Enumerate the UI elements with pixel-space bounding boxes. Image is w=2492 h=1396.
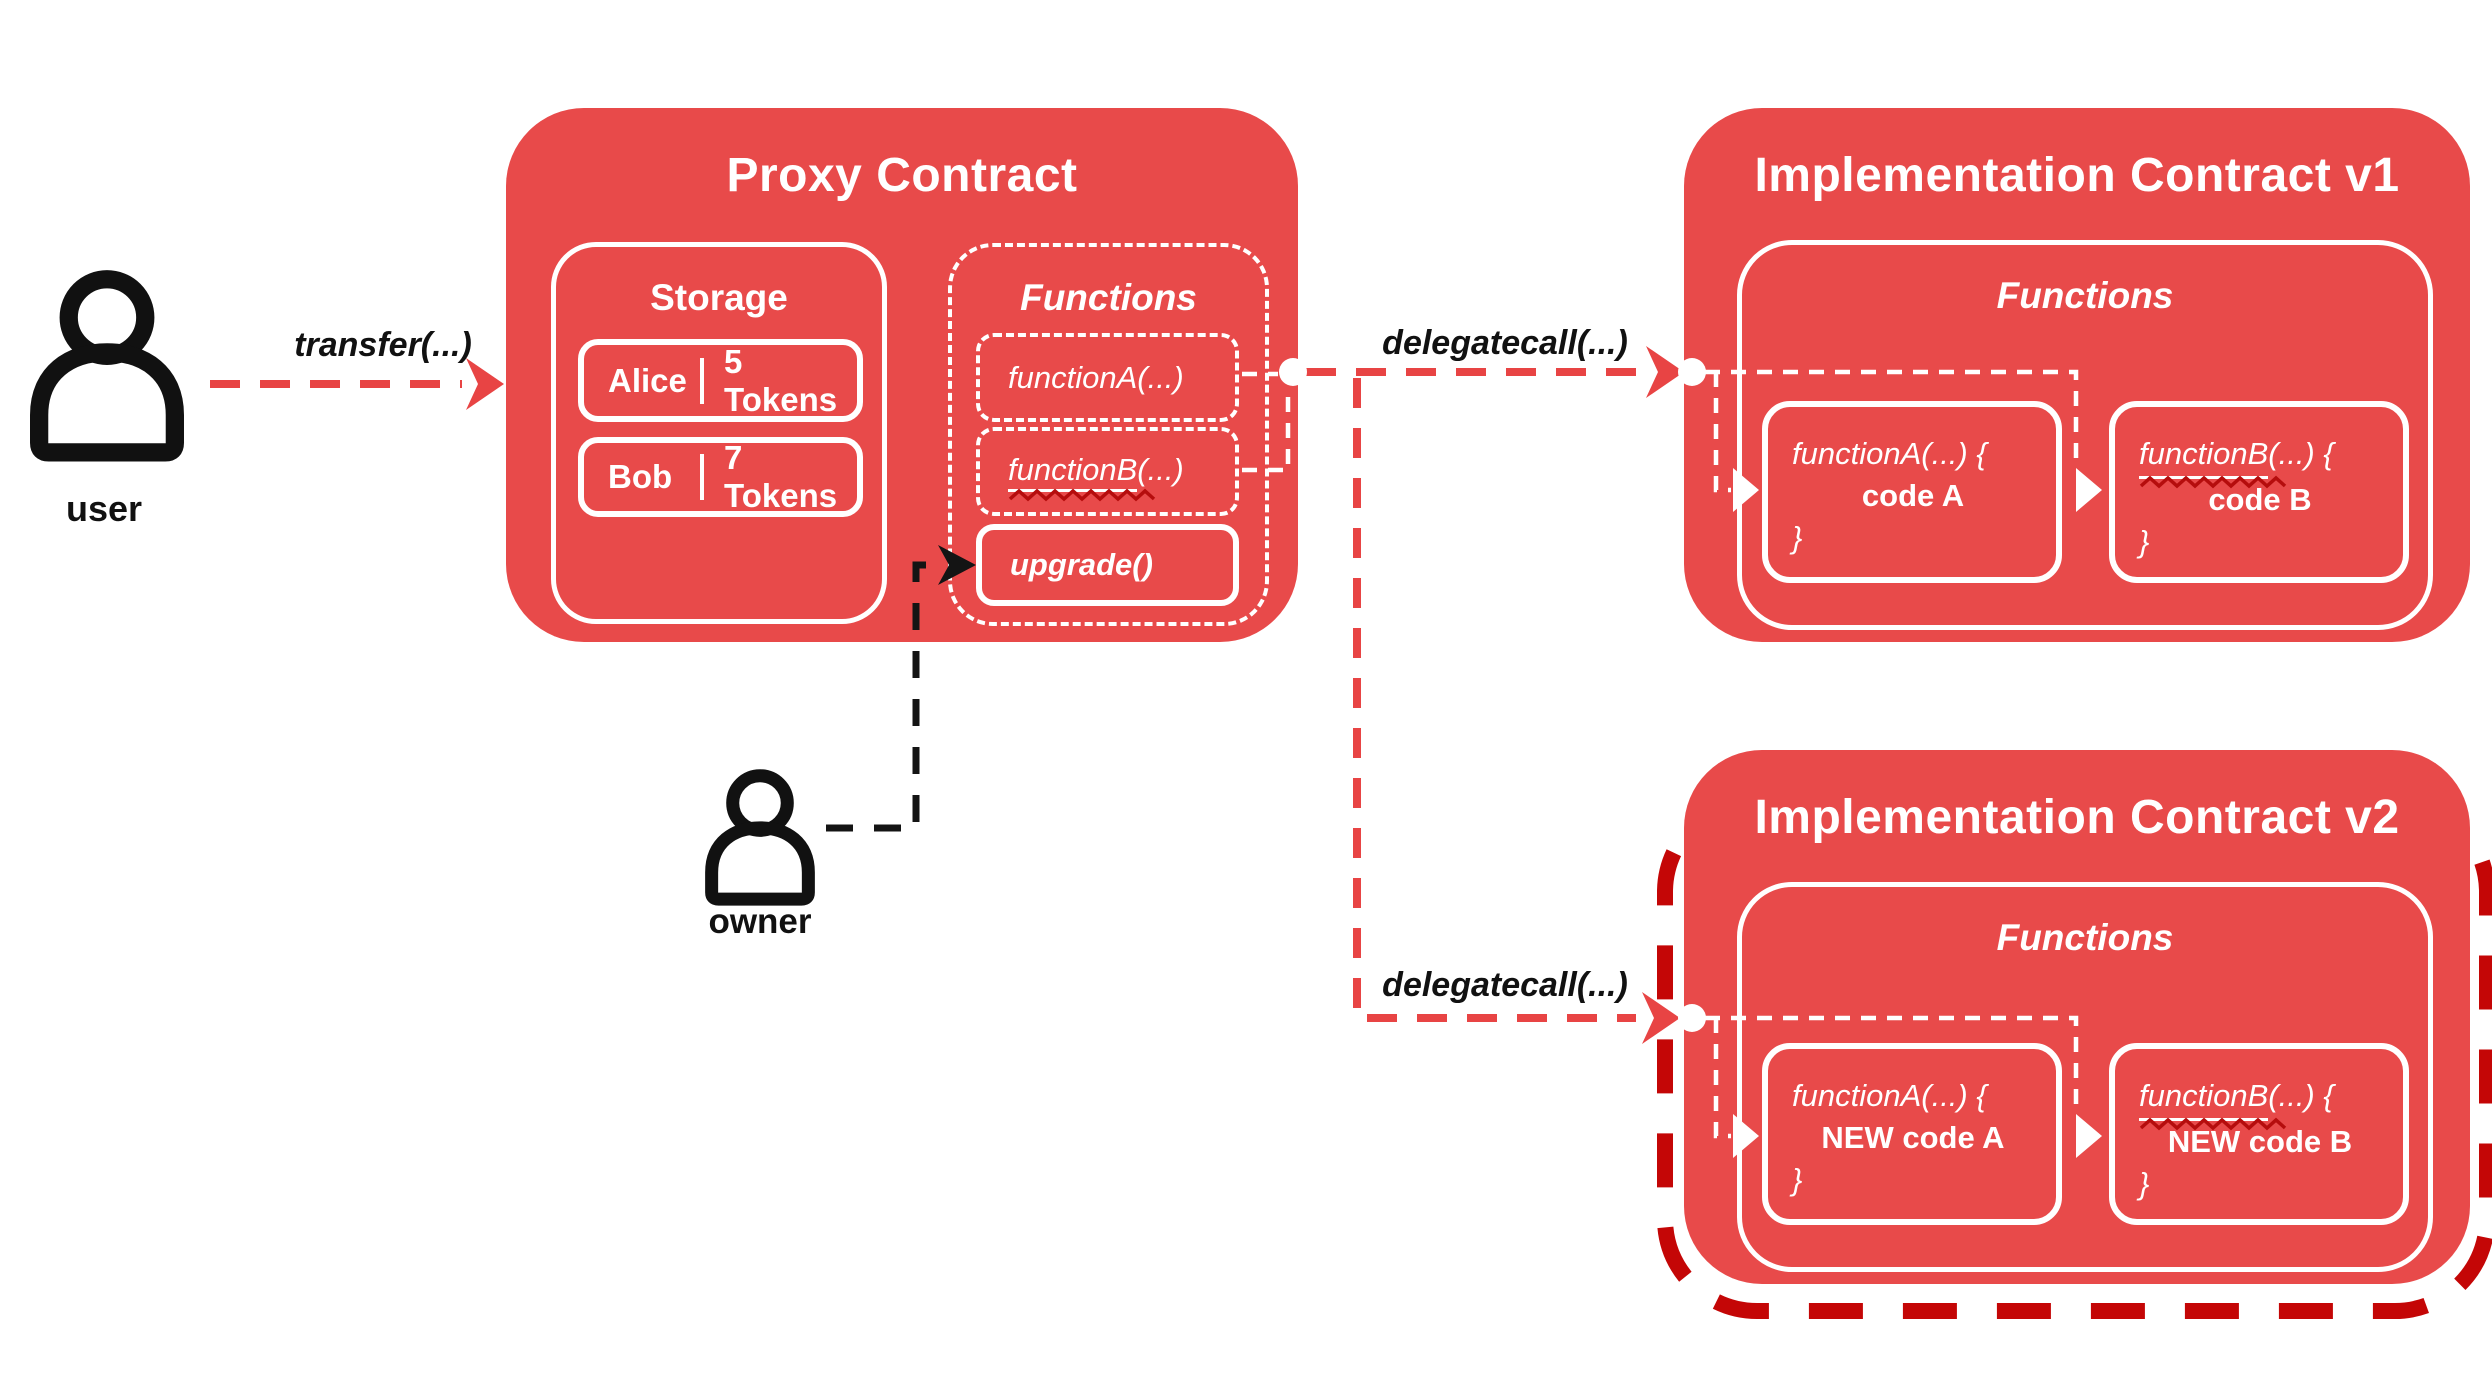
functionB-args: (...) — [1137, 451, 1184, 487]
owner-icon — [705, 769, 815, 906]
v2-functionB-close: } — [2139, 1166, 2150, 1201]
v1-functionB-name: functionB — [2139, 433, 2287, 489]
spellcheck-squiggle-icon — [2139, 475, 2287, 489]
v1-functionA-body: code A — [1861, 478, 1965, 513]
v2-functionA-close: } — [1792, 1162, 1803, 1197]
storage-row-divider — [700, 357, 704, 404]
v2-functionB-name: functionB — [2139, 1075, 2287, 1131]
proxy-functions-title: Functions — [1020, 277, 1197, 318]
v1-functionB-box: functionB (...) { code B } — [2109, 401, 2409, 583]
v2-functionA-signature: functionA(...) { — [1792, 1078, 1987, 1113]
v2-functionA-box: functionA(...) { NEW code A } — [1762, 1043, 2062, 1225]
implementation-v1-box: Implementation Contract v1 Functions fun… — [1684, 108, 2470, 642]
storage-title: Storage — [650, 277, 788, 318]
v1-functionB-close: } — [2139, 524, 2150, 559]
storage-row-value: 5 Tokens — [724, 342, 838, 418]
proxy-contract-title: Proxy Contract — [726, 149, 1078, 202]
v1-functionA-signature: functionA(...) { — [1792, 436, 1987, 471]
user-label: user — [65, 488, 143, 529]
storage-row-alice: Alice 5 Tokens — [578, 339, 863, 422]
v1-functions-title: Functions — [1996, 275, 2174, 316]
v1-functionB-body: code B — [2208, 482, 2312, 517]
owner-label: owner — [708, 902, 812, 941]
v2-functions-panel: Functions functionA(...) { NEW code A } … — [1737, 882, 2433, 1272]
functionB-label: functionB — [1008, 452, 1156, 501]
delegatecall-v2-label: delegatecall(...) — [1382, 966, 1628, 1004]
storage-row-divider — [700, 454, 704, 500]
proxy-functionA-item: functionA(...) — [976, 333, 1239, 422]
proxy-functionB-item: functionB (...) — [976, 427, 1239, 516]
implementation-v2-box: Implementation Contract v2 Functions fun… — [1684, 750, 2470, 1284]
v2-functions-title: Functions — [1996, 917, 2174, 958]
storage-row-bob: Bob 7 Tokens — [578, 437, 863, 517]
proxy-upgrade-item: upgrade() — [976, 524, 1239, 606]
storage-row-name: Alice — [608, 361, 687, 399]
spellcheck-squiggle-icon — [1008, 488, 1156, 501]
v2-functionB-box: functionB (...) { NEW code B } — [2109, 1043, 2409, 1225]
v1-functionA-box: functionA(...) { code A } — [1762, 401, 2062, 583]
v1-functions-panel: Functions functionA(...) { code A } func… — [1737, 240, 2433, 630]
v1-functionA-close: } — [1792, 520, 1803, 555]
storage-row-name: Bob — [608, 458, 673, 495]
implementation-v2-title: Implementation Contract v2 — [1754, 791, 2400, 844]
implementation-v1-title: Implementation Contract v1 — [1754, 149, 2400, 202]
delegatecall-v1-label: delegatecall(...) — [1382, 324, 1628, 362]
storage-row-value: 7 Tokens — [724, 439, 838, 514]
functionA-label: functionA(...) — [1008, 359, 1184, 395]
transfer-call-label: transfer(...) — [294, 326, 472, 364]
upgrade-label: upgrade() — [1010, 547, 1153, 582]
v1-functionB-signature: functionB (...) { — [2139, 433, 2381, 489]
user-icon — [30, 270, 184, 462]
spellcheck-squiggle-icon — [2139, 1117, 2287, 1131]
proxy-contract-box: Proxy Contract Storage Alice 5 Tokens Bo… — [506, 108, 1298, 642]
proxy-storage-panel: Storage Alice 5 Tokens Bob 7 Tokens — [551, 242, 887, 624]
v2-functionB-signature: functionB (...) { — [2139, 1075, 2381, 1131]
v2-functionB-body: NEW code B — [2167, 1124, 2353, 1159]
proxy-functions-panel: Functions functionA(...) functionB (...)… — [948, 243, 1269, 626]
v2-functionA-body: NEW code A — [1821, 1120, 2005, 1155]
